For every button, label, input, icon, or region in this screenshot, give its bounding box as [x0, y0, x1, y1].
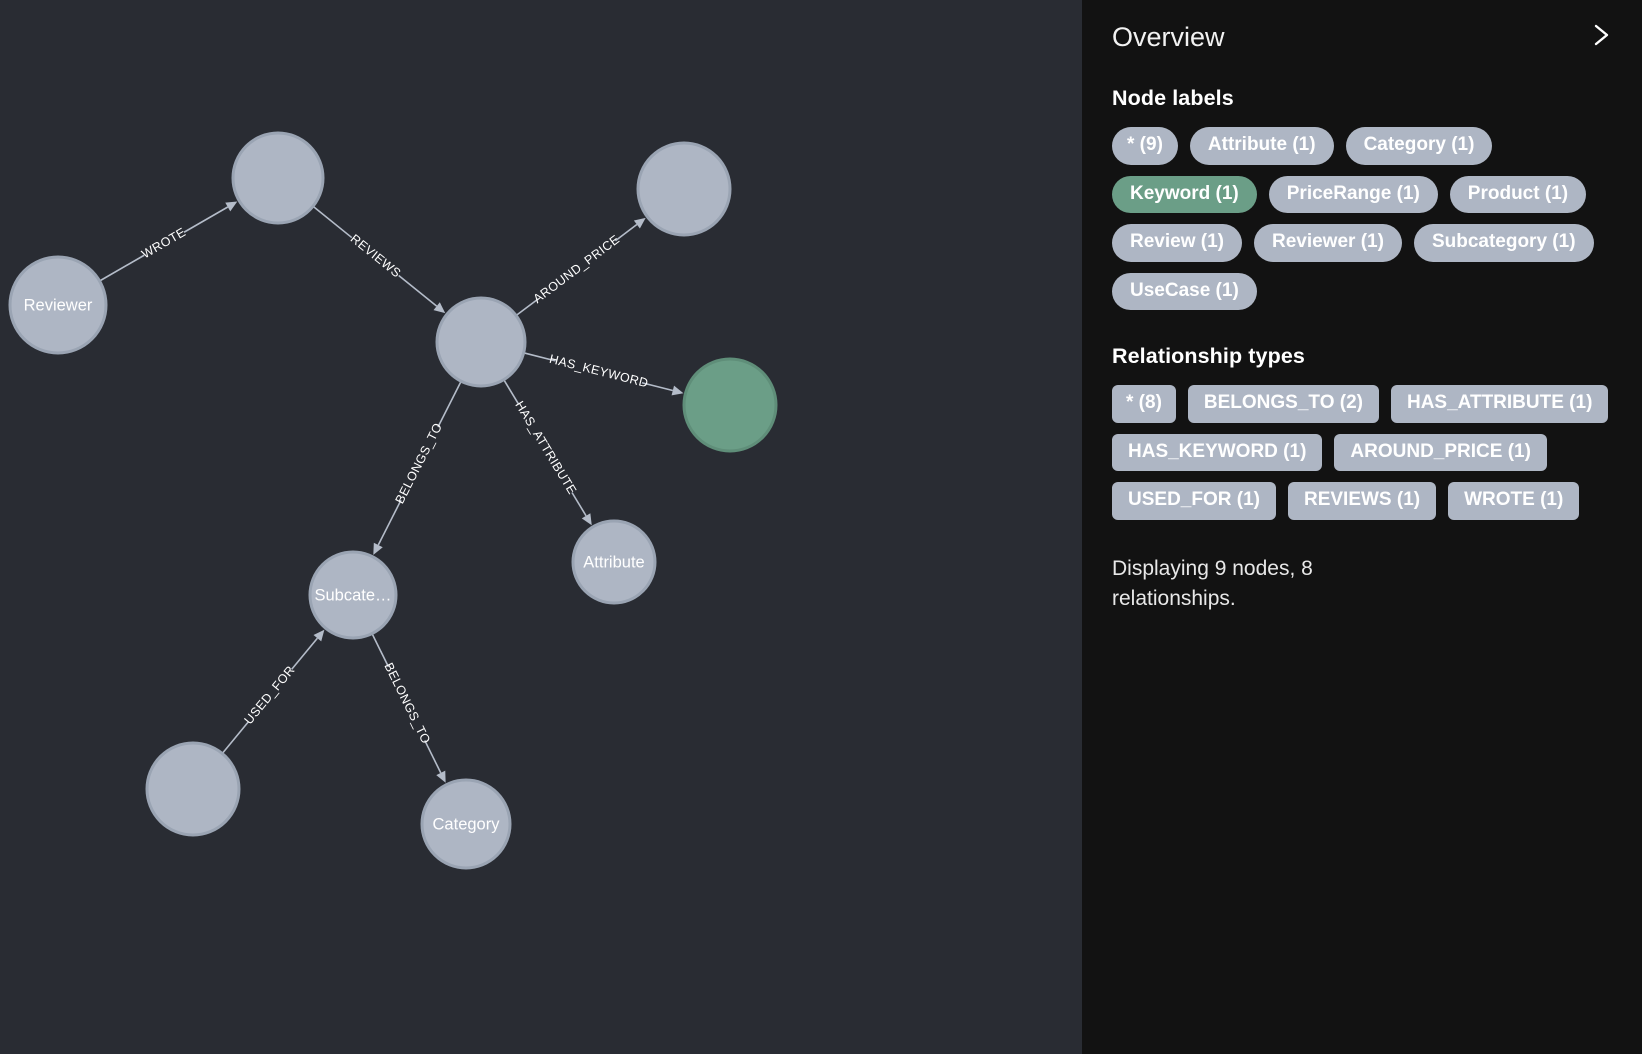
edge-arrowhead — [313, 629, 325, 642]
graph-node-category[interactable]: Category — [420, 778, 512, 870]
edge-label-e-wrote: WROTE — [139, 225, 188, 261]
edge-label-e-around-price: AROUND_PRICE — [531, 232, 623, 306]
graph-node-usecase[interactable] — [145, 741, 241, 837]
edge-arrowhead — [581, 513, 592, 526]
chevron-right-icon[interactable] — [1584, 18, 1618, 52]
graph-edge-e-belongs-to-1[interactable]: BELONGS_TO — [373, 381, 462, 555]
graph-edge-e-around-price[interactable]: AROUND_PRICE — [516, 217, 646, 316]
node-label-pill-6[interactable]: Review (1) — [1112, 224, 1242, 262]
node-label-pill-list: * (9) Attribute (1) Category (1) Keyword (1… — [1112, 127, 1614, 311]
node-label-pill-7[interactable]: Reviewer (1) — [1253, 224, 1402, 262]
edges-layer: WROTE REVIEWS AROUND_PRICE HAS_KEYWORD BELON… — [100, 201, 684, 783]
node-circle-review[interactable] — [231, 131, 325, 225]
relationship-type-pill-0[interactable]: * (8) — [1112, 385, 1176, 423]
relationship-type-pill-7[interactable]: WROTE (1) — [1448, 482, 1580, 520]
graph-edge-e-reviews[interactable]: REVIEWS — [313, 206, 446, 314]
graph-node-pricerange[interactable] — [636, 141, 732, 237]
relationship-type-pill-2[interactable]: HAS_ATTRIBUTE (1) — [1390, 385, 1609, 423]
graph-edge-e-has-attribute[interactable]: HAS_ATTRIBUTE — [503, 380, 592, 526]
edge-arrowhead — [225, 201, 238, 212]
status-text: Displaying 9 nodes, 8 relationships. — [1112, 556, 1313, 610]
node-label-pill-1[interactable]: Attribute (1) — [1189, 127, 1334, 165]
node-circle-product[interactable] — [435, 296, 527, 388]
graph-edge-e-wrote[interactable]: WROTE — [100, 201, 238, 282]
relationship-type-pill-list: * (8) BELONGS_TO (2) HAS_ATTRIBUTE (1) HAS_… — [1112, 385, 1614, 520]
node-label-pill-3[interactable]: Keyword (1) — [1112, 175, 1257, 214]
graph-edge-e-belongs-to-2[interactable]: BELONGS_TO — [371, 634, 446, 783]
node-circle-keyword[interactable] — [682, 357, 778, 453]
node-circle-attribute[interactable] — [571, 519, 657, 605]
node-circle-reviewer[interactable] — [8, 255, 108, 355]
node-circle-subcategory[interactable] — [308, 550, 398, 640]
node-labels-section: Node labels * (9) Attribute (1) Category (… — [1112, 86, 1614, 311]
node-label-pill-2[interactable]: Category (1) — [1345, 127, 1493, 165]
node-label-attribute: Attribute — [583, 553, 644, 571]
edge-label-e-belongs-to-2: BELONGS_TO — [381, 661, 433, 747]
node-circle-pricerange[interactable] — [636, 141, 732, 237]
graph-node-keyword[interactable] — [682, 357, 778, 453]
graph-node-attribute[interactable]: Attribute — [571, 519, 657, 605]
graph-node-review[interactable] — [231, 131, 325, 225]
node-label-reviewer: Reviewer — [24, 296, 93, 314]
edge-label-e-used-for: USED_FOR — [242, 663, 298, 727]
node-circle-category[interactable] — [420, 778, 512, 870]
graph-canvas[interactable]: WROTE REVIEWS AROUND_PRICE HAS_KEYWORD BELON… — [0, 0, 1082, 1054]
edge-arrowhead — [671, 385, 684, 396]
page-title: Overview — [1112, 22, 1225, 52]
graph-node-subcategory[interactable]: Subcate… — [308, 550, 398, 640]
graph-node-product[interactable] — [435, 296, 527, 388]
relationship-type-pill-5[interactable]: USED_FOR (1) — [1112, 482, 1276, 520]
edge-arrowhead — [433, 302, 446, 314]
edge-arrowhead — [633, 217, 646, 229]
edge-label-e-has-attribute: HAS_ATTRIBUTE — [512, 399, 579, 497]
edge-arrowhead — [373, 542, 383, 555]
overview-sidebar: Overview Node labels * (9) Attribute (1) C… — [1082, 0, 1642, 1054]
sidebar-header: Overview — [1112, 18, 1614, 52]
graph-svg[interactable]: WROTE REVIEWS AROUND_PRICE HAS_KEYWORD BELON… — [0, 0, 1082, 1054]
relationship-types-section: Relationship types * (8) BELONGS_TO (2) HA… — [1112, 344, 1614, 520]
node-label-pill-9[interactable]: UseCase (1) — [1112, 272, 1257, 311]
relationship-type-pill-3[interactable]: HAS_KEYWORD (1) — [1112, 433, 1323, 472]
graph-node-reviewer[interactable]: Reviewer — [8, 255, 108, 355]
relationship-type-pill-6[interactable]: REVIEWS (1) — [1287, 482, 1437, 520]
edge-label-e-reviews: REVIEWS — [348, 232, 404, 281]
edge-label-e-belongs-to-1: BELONGS_TO — [393, 421, 445, 506]
node-label-pill-5[interactable]: Product (1) — [1449, 175, 1587, 214]
edge-label-e-has-keyword: HAS_KEYWORD — [548, 352, 650, 391]
node-labels-heading: Node labels — [1112, 86, 1234, 110]
node-label-subcategory: Subcate… — [314, 586, 391, 604]
graph-edge-e-has-keyword[interactable]: HAS_KEYWORD — [524, 352, 684, 396]
node-label-pill-8[interactable]: Subcategory (1) — [1413, 224, 1594, 262]
node-label-pill-4[interactable]: PriceRange (1) — [1268, 175, 1438, 214]
graph-edge-e-used-for[interactable]: USED_FOR — [222, 629, 325, 754]
node-label-category: Category — [433, 815, 501, 833]
relationship-types-heading: Relationship types — [1112, 344, 1305, 369]
node-circle-usecase[interactable] — [145, 741, 241, 837]
edge-arrowhead — [436, 770, 446, 783]
relationship-type-pill-1[interactable]: BELONGS_TO (2) — [1187, 385, 1379, 423]
node-label-pill-0[interactable]: * (9) — [1112, 127, 1178, 165]
relationship-type-pill-4[interactable]: AROUND_PRICE (1) — [1334, 433, 1547, 472]
